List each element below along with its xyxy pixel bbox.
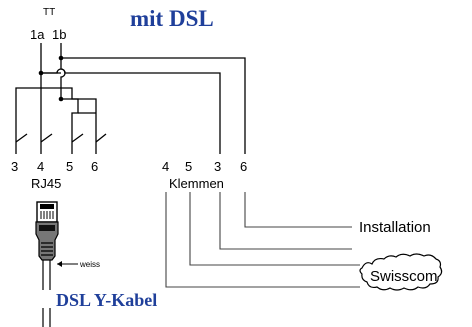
klemmen-pin-6: 6: [240, 159, 247, 174]
rj45-pin-4: 4: [37, 159, 44, 174]
klemmen-pin-4: 4: [162, 159, 169, 174]
switch-row: [15, 133, 107, 154]
weiss-pointer: weiss: [57, 260, 100, 269]
tt-terminal-1b: 1b: [52, 27, 66, 42]
rj45-pin-5: 5: [66, 159, 73, 174]
rj45-plug-icon: [35, 201, 59, 327]
rj45-label: RJ45: [31, 176, 61, 191]
klemmen-pin-5: 5: [185, 159, 192, 174]
diagram-title: mit DSL: [130, 6, 214, 31]
klemmen-pin-3: 3: [214, 159, 221, 174]
rj45-pin-6: 6: [91, 159, 98, 174]
swisscom-label: Swisscom: [370, 268, 438, 285]
swisscom-cloud: Swisscom: [359, 253, 443, 291]
klemmen-label: Klemmen: [169, 176, 224, 191]
rj45-pin-3: 3: [11, 159, 18, 174]
weiss-label: weiss: [79, 260, 100, 269]
tt-label: TT: [43, 7, 55, 18]
installation-label: Installation: [359, 219, 431, 236]
tt-terminal-1a: 1a: [30, 27, 45, 42]
cable-title: DSL Y-Kabel: [56, 290, 157, 310]
output-wiring: [165, 192, 360, 288]
top-wiring: [15, 43, 246, 154]
